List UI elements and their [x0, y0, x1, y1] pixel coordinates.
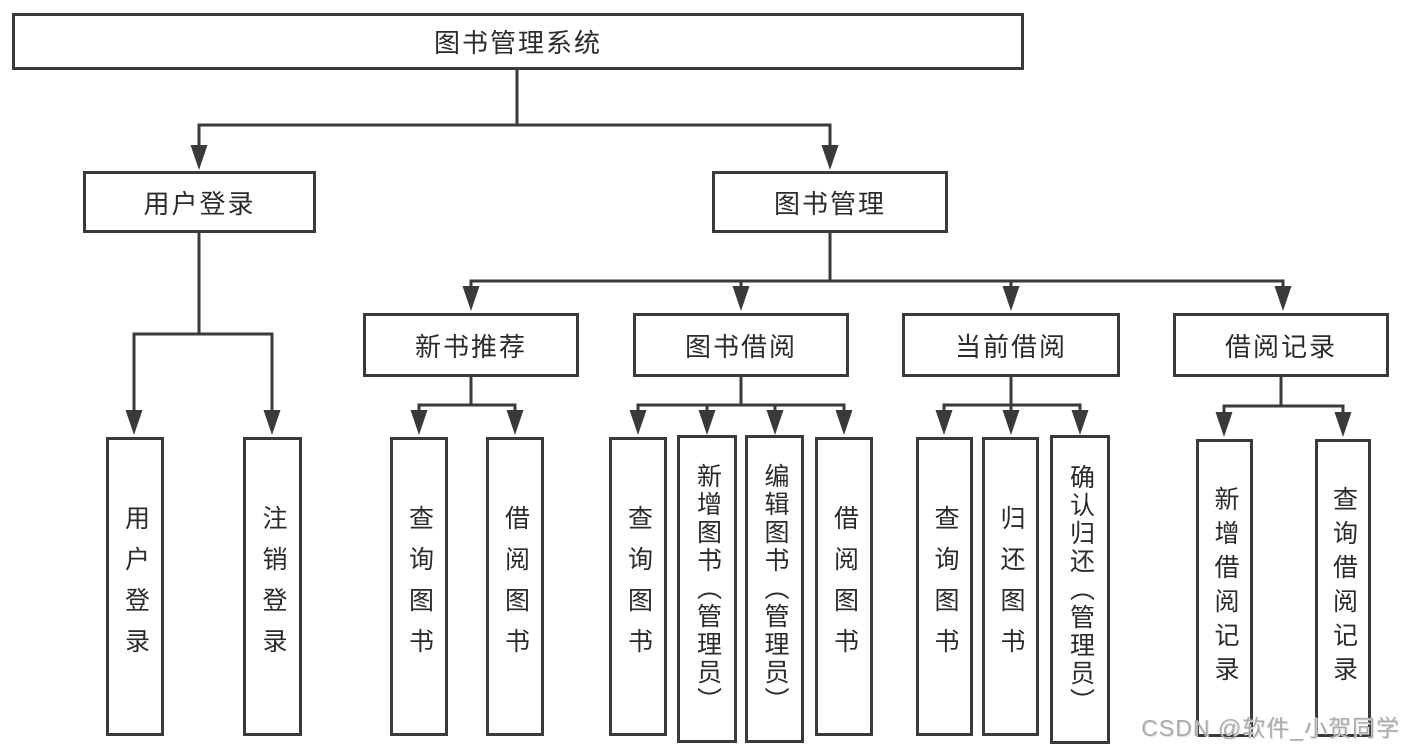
- node-label: 当前借阅: [954, 331, 1067, 362]
- node-leaf-add-borrow-record: 新增借阅记录: [1196, 439, 1253, 737]
- node-leaf-add-book-admin: 新增图书（管理员）: [677, 435, 737, 743]
- node-borrow-records: 借阅记录: [1173, 313, 1389, 377]
- connector-newbookrec-to-children: [417, 375, 517, 417]
- node-leaf-logout: 注销登录: [243, 437, 302, 736]
- node-leaf-query-book-current: 查询图书: [916, 437, 973, 736]
- node-leaf-borrow-book-recommend: 借阅图书: [486, 437, 544, 736]
- arrowhead: [629, 410, 647, 435]
- node-label: 新书推荐: [414, 331, 527, 362]
- node-label: 新增借阅记录: [1211, 486, 1239, 690]
- node-new-book-recommend: 新书推荐: [363, 313, 579, 377]
- node-label: 借阅记录: [1224, 331, 1337, 362]
- node-label: 编辑图书（管理员）: [761, 463, 789, 715]
- node-label: 确认归还（管理员）: [1066, 463, 1095, 716]
- node-leaf-query-borrow-record: 查询借阅记录: [1315, 439, 1371, 737]
- node-label: 借阅图书: [501, 504, 530, 669]
- arrowhead: [125, 410, 143, 435]
- node-leaf-user-login: 用户登录: [106, 437, 164, 736]
- node-label: 注销登录: [259, 504, 287, 669]
- arrowhead: [935, 410, 953, 435]
- arrowhead: [462, 286, 480, 311]
- node-root-system: 图书管理系统: [12, 13, 1024, 70]
- arrowhead: [506, 410, 524, 435]
- node-leaf-query-book-recommend: 查询图书: [390, 437, 448, 736]
- node-label: 新增图书（管理员）: [693, 463, 722, 715]
- node-label: 图书管理系统: [433, 28, 602, 58]
- node-leaf-return-book: 归还图书: [982, 437, 1039, 736]
- arrowhead: [766, 410, 784, 435]
- node-label: 查询图书: [931, 504, 959, 669]
- arrowhead: [410, 410, 428, 435]
- node-label: 用户登录: [121, 504, 150, 669]
- arrowhead: [1071, 410, 1089, 435]
- watermark: CSDN @软件_小贺同学: [1141, 715, 1400, 741]
- node-label: 图书管理: [773, 188, 886, 219]
- node-label: 查询借阅记录: [1329, 486, 1358, 690]
- connector-root-to-level1: [197, 68, 832, 152]
- node-label: 图书借阅: [684, 331, 797, 362]
- arrowhead: [698, 410, 716, 435]
- node-label: 借阅图书: [830, 504, 859, 669]
- node-leaf-edit-book-admin: 编辑图书（管理员）: [745, 435, 804, 743]
- node-label: 归还图书: [997, 504, 1025, 669]
- connector-bookborrow-to-children: [636, 375, 846, 417]
- arrowhead: [821, 145, 839, 170]
- arrowhead: [1274, 286, 1292, 311]
- arrowhead: [1002, 286, 1020, 311]
- node-label: 用户登录: [143, 188, 256, 219]
- connector-currentborrow-to-children: [942, 375, 1082, 417]
- connector-userlogin-to-children: [132, 231, 274, 417]
- node-current-borrow: 当前借阅: [902, 313, 1120, 377]
- node-leaf-query-book-borrow: 查询图书: [609, 437, 667, 736]
- connector-borrowrecords-to-children: [1222, 375, 1345, 419]
- arrowhead: [1002, 410, 1020, 435]
- arrowhead: [732, 286, 750, 311]
- node-book-borrow: 图书借阅: [633, 313, 849, 377]
- arrowhead: [190, 145, 208, 170]
- connector-bookmgmt-to-level2: [469, 231, 1285, 293]
- node-user-login: 用户登录: [83, 171, 316, 233]
- node-label: 查询图书: [405, 504, 434, 669]
- arrowhead: [1215, 412, 1233, 437]
- node-leaf-borrow-book: 借阅图书: [815, 437, 873, 736]
- node-book-management: 图书管理: [712, 171, 948, 233]
- node-label: 查询图书: [624, 504, 653, 669]
- arrowhead: [1334, 412, 1352, 437]
- node-leaf-confirm-return-admin: 确认归还（管理员）: [1050, 435, 1110, 744]
- arrowhead: [263, 410, 281, 435]
- arrowhead: [835, 410, 853, 435]
